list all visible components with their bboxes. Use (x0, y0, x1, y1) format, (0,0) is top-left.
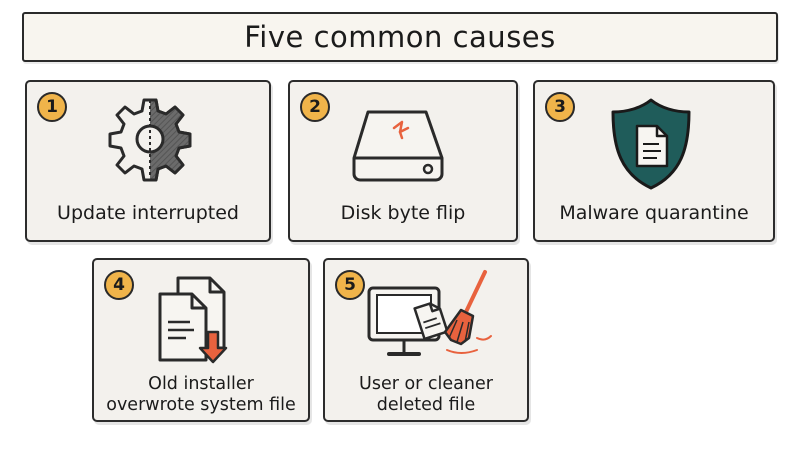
cause-card-malware-quarantine: 3 Malware quarantine (533, 80, 775, 242)
number-badge: 3 (545, 92, 575, 122)
gear-icon (108, 98, 192, 182)
cause-card-old-installer: 4 Old installer overwrote system file (92, 258, 310, 422)
cause-label: Update interrupted (57, 202, 239, 224)
cause-label: Old installer overwrote system file (94, 374, 308, 416)
title-banner: Five common causes (22, 12, 778, 62)
diagram-title: Five common causes (244, 20, 556, 54)
cause-label: User or cleaner deleted file (325, 374, 527, 416)
hard-drive-icon (352, 110, 444, 182)
cause-card-update-interrupted: 1 Update interrupted (25, 80, 271, 242)
number-badge: 5 (335, 270, 365, 300)
cause-label-line: User or cleaner (359, 374, 493, 394)
document-overwrite-icon (158, 276, 228, 364)
shield-document-icon (611, 98, 691, 190)
monitor-broom-icon (367, 270, 492, 356)
cause-card-disk-byte-flip: 2 Disk byte flip (288, 80, 518, 242)
cause-label: Malware quarantine (559, 202, 749, 224)
cause-card-user-deleted: 5 User or cleaner deleted file (323, 258, 529, 422)
cause-label-line: overwrote system file (106, 395, 296, 415)
number-badge: 1 (37, 92, 67, 122)
cause-label-line: deleted file (376, 395, 476, 415)
cause-label-line: Old installer (148, 374, 254, 394)
cause-label: Disk byte flip (340, 202, 466, 224)
number-badge: 2 (300, 92, 330, 122)
number-badge: 4 (104, 270, 134, 300)
